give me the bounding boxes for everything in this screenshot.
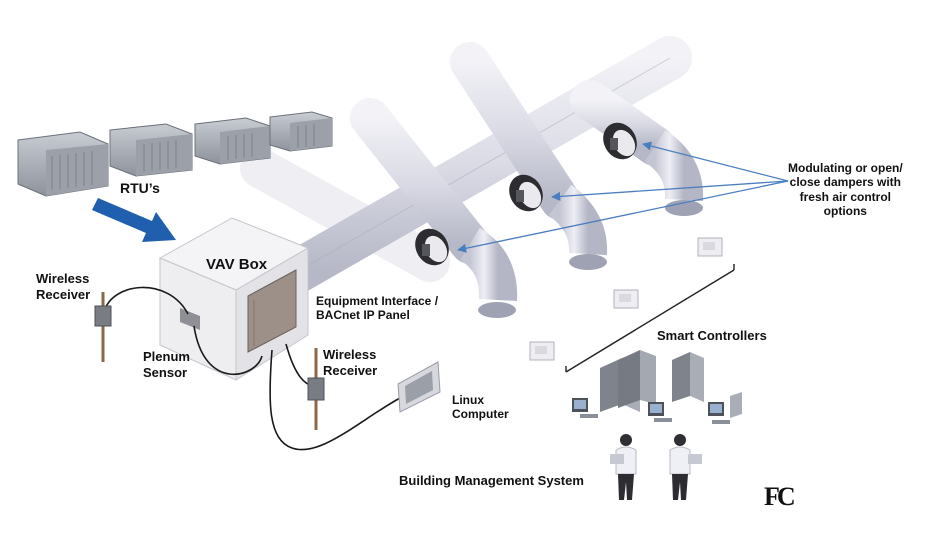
equipment-interface-label: Equipment Interface / BACnet IP Panel (316, 294, 439, 323)
smart-controllers-thermostats (529, 237, 735, 373)
damper-pointer-lines (457, 141, 789, 253)
wireless-receiver-left-label: Wireless Receiver (36, 271, 91, 302)
server-racks (600, 350, 704, 412)
person-2 (669, 434, 702, 500)
duct-network (240, 36, 704, 318)
linux-computer-panel (397, 361, 441, 413)
duct-branch-2 (450, 42, 580, 220)
fc-logo: FC (764, 482, 796, 511)
plenum-sensor-label: Plenum Sensor (143, 349, 190, 380)
dampers-label: Modulating or open/ close dampers with f… (788, 161, 903, 219)
rtu-unit-4 (269, 111, 333, 152)
damper-3 (603, 122, 637, 160)
rtu-unit-1 (17, 131, 109, 197)
damper-1 (415, 228, 449, 266)
bacnet-panel (247, 269, 297, 353)
vav-box-label: VAV Box (206, 256, 268, 273)
rtu-unit-2 (109, 123, 193, 177)
person-1 (610, 434, 637, 500)
duct-left-faded (240, 148, 450, 282)
duct-branch-1 (350, 98, 490, 264)
damper-2 (509, 174, 543, 212)
vav-box (158, 217, 310, 381)
smart-controllers-label: Smart Controllers (657, 328, 767, 343)
bms-label: Building Management System (399, 473, 584, 488)
workstations (572, 392, 742, 424)
wireless-receiver-right-label: Wireless Receiver (323, 347, 378, 378)
plenum-sensor-device (180, 308, 200, 330)
rtus-label: RTU’s (120, 180, 160, 196)
rtu-unit-3 (194, 117, 271, 165)
airflow-arrow (92, 198, 176, 242)
rtu-units (17, 111, 333, 197)
duct-branch-3 (570, 80, 675, 166)
wireless-receiver-right (307, 348, 325, 430)
wireless-receiver-left (94, 292, 112, 362)
linux-computer-label: Linux Computer (452, 393, 509, 422)
